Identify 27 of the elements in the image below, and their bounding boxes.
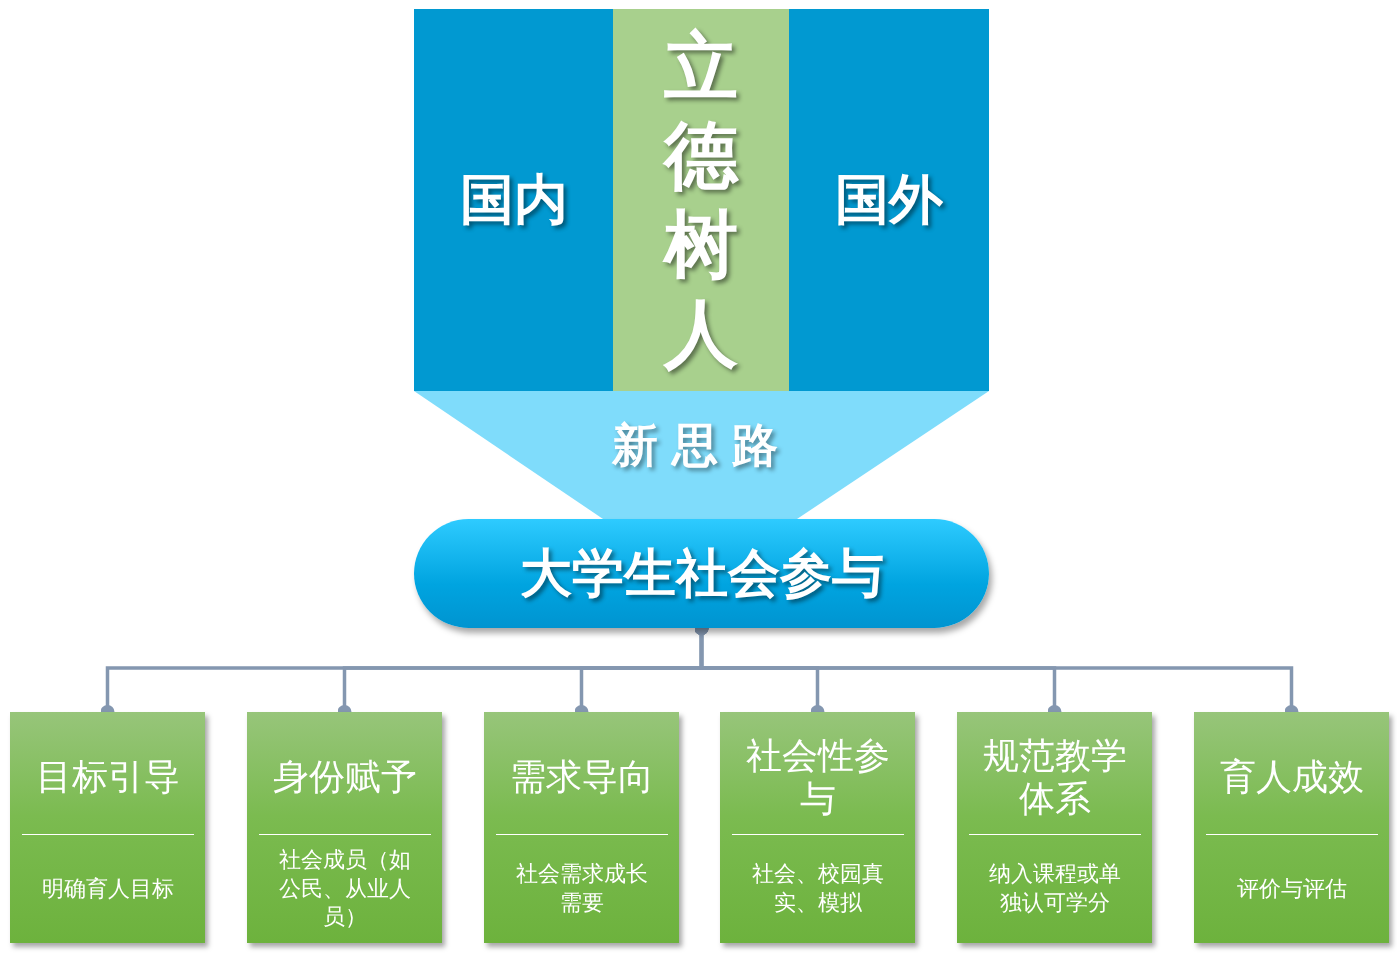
category-card bbox=[484, 712, 679, 943]
card-heading: 身份赋予 bbox=[271, 755, 418, 799]
pill-label: 大学生社会参与 bbox=[519, 541, 884, 605]
category-card bbox=[10, 712, 205, 943]
panel bbox=[789, 9, 989, 391]
card-description: 评价与评估 bbox=[1235, 874, 1348, 903]
funnel-label: 新思路 bbox=[611, 417, 792, 474]
card-description: 纳入课程或单独认可学分 bbox=[987, 860, 1122, 917]
panel-title: 国外 bbox=[835, 166, 943, 233]
vertical-title: 立德树人 bbox=[664, 22, 738, 378]
center-panel bbox=[613, 9, 789, 391]
card-heading: 规范教学体系 bbox=[981, 733, 1128, 821]
category-card bbox=[720, 712, 915, 943]
panel bbox=[414, 9, 613, 391]
category-card bbox=[957, 712, 1152, 943]
card-heading: 育人成效 bbox=[1218, 755, 1365, 799]
card-heading: 社会性参与 bbox=[744, 733, 891, 821]
card-description: 社会需求成长需要 bbox=[514, 860, 649, 917]
card-description: 社会、校园真实、模拟 bbox=[750, 860, 885, 917]
card-heading: 需求导向 bbox=[508, 755, 655, 799]
category-card bbox=[1194, 712, 1389, 943]
category-card bbox=[247, 712, 442, 943]
card-description: 社会成员（如公民、从业人员） bbox=[277, 846, 412, 932]
panel-title: 国内 bbox=[459, 166, 568, 233]
card-description: 明确育人目标 bbox=[40, 874, 175, 903]
card-heading: 目标引导 bbox=[34, 755, 181, 799]
pill-box bbox=[414, 519, 989, 628]
